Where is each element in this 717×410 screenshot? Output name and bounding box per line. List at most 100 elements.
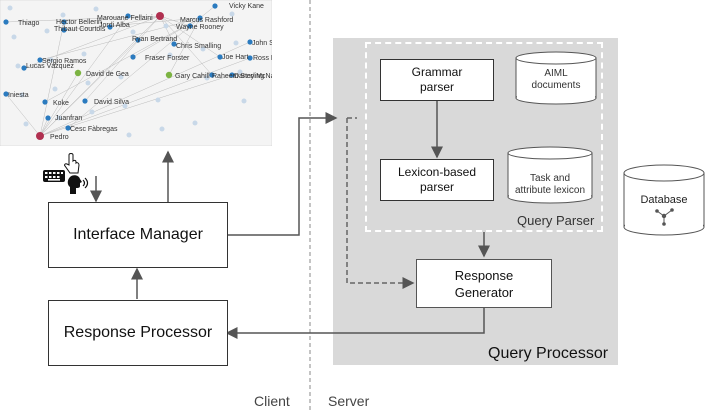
network-graph-icon [655, 208, 674, 226]
input-icons [43, 153, 89, 194]
network-node-faded [15, 63, 21, 69]
network-edge [109, 15, 161, 28]
network-node [61, 19, 67, 25]
network-edge [5, 93, 41, 137]
network-node-label: Pedro [50, 134, 69, 141]
network-node-faded [44, 28, 50, 34]
interface-manager-box: Interface Manager [48, 202, 228, 268]
network-node-faded [48, 57, 54, 63]
network-node [37, 57, 43, 63]
network-edge [5, 15, 161, 23]
network-node-label: Thibaut Courtois [54, 26, 106, 33]
network-edge [39, 57, 251, 137]
network-node-label: Ryan Bertrand [132, 36, 177, 43]
query-parser-label: Query Parser [517, 213, 595, 228]
network-node-faded [60, 12, 66, 18]
network-edge [23, 15, 161, 69]
aiml-line1: AIML [544, 68, 568, 79]
query-parser-region [365, 42, 603, 232]
network-node-faded [81, 51, 87, 57]
network-node-label: David de Gea [86, 71, 129, 78]
network-edge [63, 17, 201, 31]
network-node-label: Wayne Rooney [176, 24, 224, 31]
network-node-faded [167, 52, 173, 58]
network-node [42, 99, 48, 105]
network-node [45, 115, 51, 121]
network-edge [84, 15, 161, 102]
network-node-faded [204, 75, 210, 81]
network-node [187, 23, 193, 29]
network-hub-node [156, 12, 164, 20]
network-edge [39, 41, 251, 137]
network-edge [39, 74, 233, 137]
network-node-faded [237, 69, 243, 75]
network-node-label: Lucas Vázquez [26, 63, 74, 70]
network-node-faded [159, 126, 165, 132]
network-node [217, 54, 223, 60]
network-node-faded [56, 115, 62, 121]
network-node [125, 13, 131, 19]
query-processor-label: Query Processor [488, 345, 609, 362]
database-label: Database [640, 194, 688, 206]
network-node-faded [89, 109, 95, 115]
lexicon-parser-box: Lexicon-based parser [380, 159, 494, 201]
network-node [3, 19, 9, 25]
network-node-label: Joe Hart [222, 54, 249, 61]
network-edge [67, 17, 201, 129]
network-node [197, 15, 203, 21]
network-node-label: Koke [53, 100, 69, 107]
network-node-faded [122, 103, 128, 109]
network-node [65, 125, 71, 131]
network-node [37, 133, 43, 139]
network-edge [39, 21, 65, 137]
server-label: Server [328, 393, 370, 409]
network-node [74, 69, 82, 77]
aiml-documents-cylinder [515, 51, 597, 105]
network-node-faded [126, 132, 132, 138]
lexicon-parser-line1: Lexicon-based [397, 165, 477, 179]
network-node [61, 27, 67, 33]
network-node-faded [118, 74, 124, 80]
grammar-parser-line1: Grammar [411, 65, 463, 79]
network-node-label: Marcus Rashford [180, 17, 233, 24]
network-node-label: Hector Bellerin [56, 19, 102, 26]
network-node [171, 41, 177, 47]
aiml-documents-label: AIML documents [516, 68, 596, 92]
aiml-line2: documents [531, 80, 581, 91]
network-node-label: John Stones [252, 40, 272, 47]
network-node-label: Jordi Alba [99, 22, 130, 29]
network-node [130, 54, 136, 60]
network-node-faded [7, 5, 13, 11]
network-node-label: Fraser Forster [145, 55, 190, 62]
network-node-faded [52, 86, 58, 92]
network-node [209, 72, 215, 78]
network-edge [39, 72, 79, 137]
grammar-parser-box: Grammar parser [380, 59, 494, 101]
network-node-faded [229, 11, 235, 17]
network-node-faded [241, 98, 247, 104]
network-node-faded [23, 121, 29, 127]
task-lexicon-label: Task and attribute lexicon [508, 173, 592, 197]
network-node [107, 24, 113, 30]
network-node-faded [192, 120, 198, 126]
network-node-label: Vicky Kane [229, 3, 264, 10]
network-node [247, 39, 253, 45]
network-edge [159, 15, 213, 76]
network-edge [39, 15, 129, 137]
network-edge [199, 5, 216, 19]
network-node-label: Raheem Sterling [212, 73, 264, 80]
network-node-label: Juanfran [55, 115, 82, 122]
network-node-faded [19, 92, 25, 98]
keyboard-icon [43, 170, 65, 182]
network-node-label: Cesc Fàbregas [70, 126, 118, 133]
network-node [21, 65, 27, 71]
response-generator-box: Response Generator [416, 259, 552, 308]
network-node-label: Gary Cahill [175, 73, 210, 80]
network-node [229, 72, 235, 78]
network-node-faded [163, 23, 169, 29]
network-node-label: Marouane Fellaini [97, 15, 153, 22]
